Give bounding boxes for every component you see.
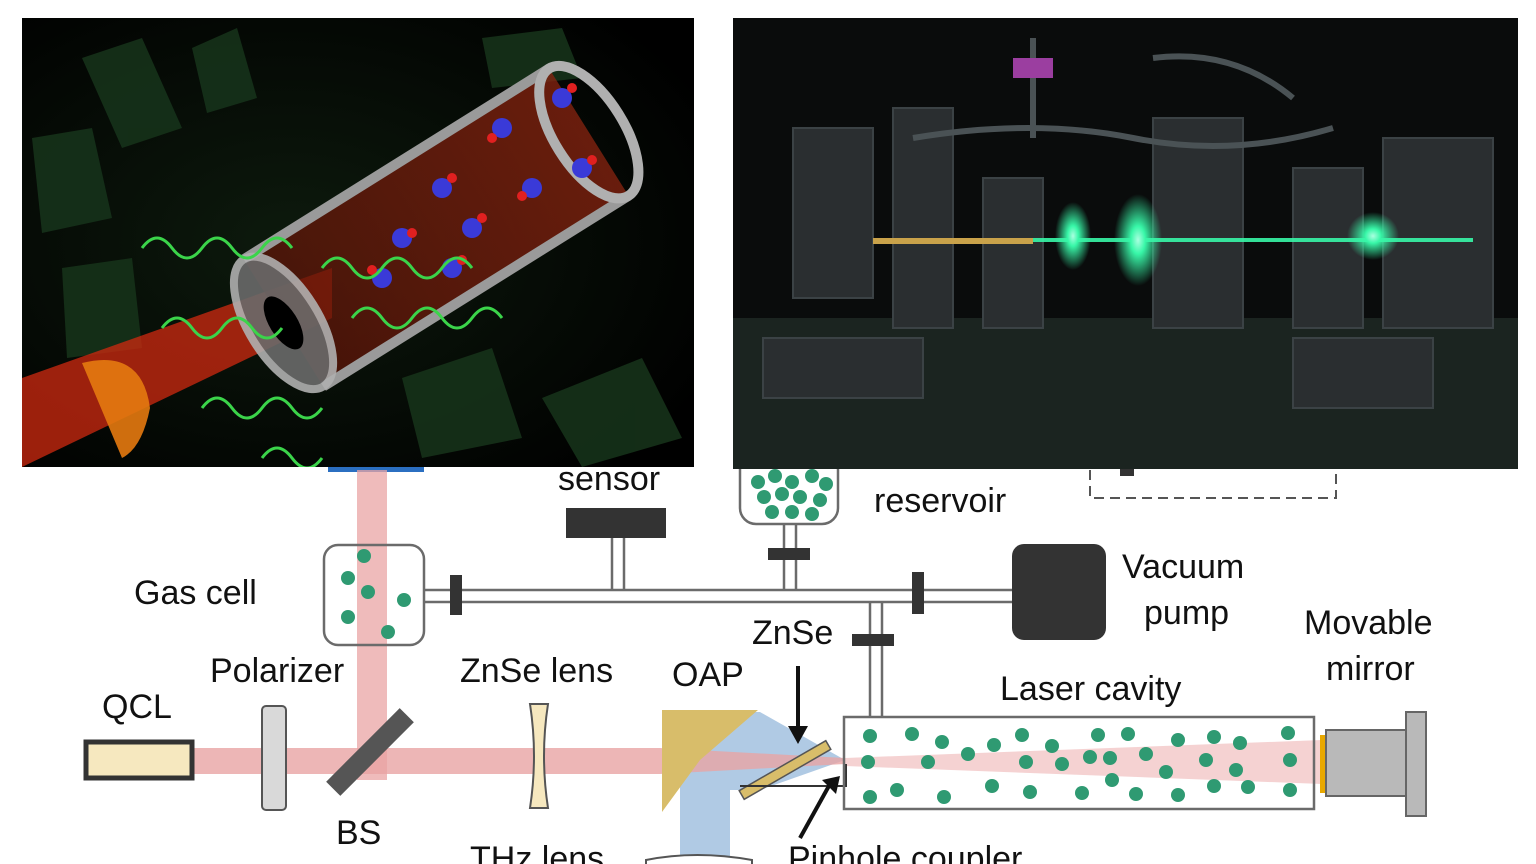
laser-cavity	[842, 715, 1316, 811]
pinhole-arrow	[798, 783, 832, 839]
znse-window-label: ZnSe	[752, 614, 833, 652]
green-glow-3	[1347, 212, 1399, 260]
pressure-sensor	[566, 508, 666, 538]
znse-arrowhead	[788, 726, 808, 744]
gas-cell-illustration	[22, 18, 694, 467]
cavity-molecules	[861, 726, 1297, 804]
lab-tubing	[912, 38, 1334, 149]
flanges	[450, 548, 924, 646]
oap-mirror	[662, 710, 758, 812]
pinhole-arrowhead	[822, 776, 840, 794]
znse-lens	[528, 703, 550, 809]
reservoir-molecules	[751, 469, 833, 521]
gas-cell-molecules	[341, 549, 411, 639]
magenta-flange	[1013, 58, 1053, 78]
vacuum-pump	[1012, 544, 1106, 640]
bs-label: BS	[336, 814, 381, 852]
vacuum-pump-label-line1: Vacuum	[1122, 548, 1244, 586]
polarizer	[261, 705, 287, 811]
background-shapes	[32, 28, 682, 467]
oap-label: OAP	[672, 656, 744, 694]
vacuum-pump-label-line2: pump	[1144, 594, 1229, 632]
qcl-label: QCL	[102, 688, 172, 726]
thz-lens-label: THz lens	[470, 840, 604, 864]
dashed-enclosure	[1089, 470, 1337, 499]
detector-element	[328, 462, 424, 472]
cavity-beam	[845, 740, 1322, 784]
lens-dome	[82, 360, 150, 458]
brass-rod	[873, 238, 1033, 244]
pinhole-coupler	[740, 764, 847, 787]
thz-lens	[645, 854, 753, 864]
gas-cell-label: Gas cell	[134, 574, 257, 612]
green-glow-1	[1055, 202, 1091, 270]
movable-mirror-label-line1: Movable	[1304, 604, 1433, 642]
znse-lens-label: ZnSe lens	[460, 652, 613, 690]
pinhole-coupler-label: Pinhole coupler	[788, 840, 1022, 864]
green-glow-2	[1114, 194, 1162, 286]
qcl-source	[83, 739, 195, 781]
movable-mirror-flange	[1405, 711, 1427, 817]
beam-splitter	[326, 708, 414, 796]
reservoir-label: reservoir	[874, 482, 1006, 520]
ir-beam-horizontal	[190, 748, 660, 774]
laser-cavity-label: Laser cavity	[1000, 670, 1181, 708]
movable-mirror-label-line2: mirror	[1326, 650, 1415, 688]
cylinder	[229, 60, 644, 394]
enclosure-marker	[1120, 468, 1134, 476]
mirror-coating	[1320, 735, 1326, 793]
znse-window	[738, 739, 832, 801]
movable-mirror-body	[1325, 729, 1409, 797]
lab-photo	[733, 18, 1518, 469]
polarizer-label: Polarizer	[210, 652, 344, 690]
thz-waves	[140, 236, 504, 467]
gas-cell	[322, 543, 426, 647]
